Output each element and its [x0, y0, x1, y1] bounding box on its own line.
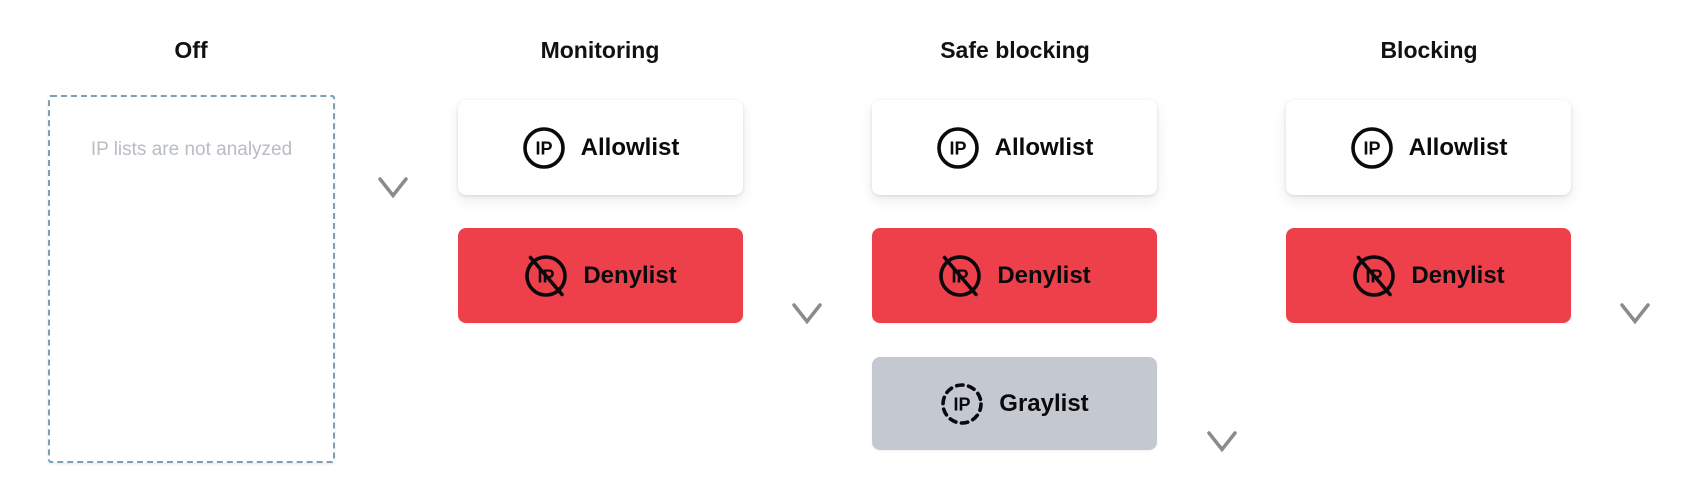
ip-dashed-circle-icon: IP [941, 382, 984, 425]
card-safe-blocking-allowlist: IP Allowlist [872, 100, 1157, 195]
card-safe-blocking-denylist: IP Denylist [872, 228, 1157, 323]
card-safe-blocking-graylist: IP Graylist [872, 357, 1157, 450]
arrow-safe-blocking-to-blocking [1207, 94, 1237, 452]
svg-text:IP: IP [954, 394, 971, 414]
svg-text:IP: IP [535, 138, 552, 158]
card-monitoring-denylist: IP Denylist [458, 228, 743, 323]
card-label: Allowlist [1408, 133, 1508, 161]
arrow-after-blocking [1620, 94, 1650, 324]
ip-crossed-icon: IP [525, 254, 568, 297]
card-label: Graylist [999, 389, 1089, 417]
card-label: Denylist [583, 261, 677, 289]
card-label: Denylist [1411, 261, 1505, 289]
card-monitoring-allowlist: IP Allowlist [458, 100, 743, 195]
column-title-monitoring: Monitoring [540, 37, 660, 63]
ip-crossed-icon: IP [1353, 254, 1396, 297]
column-title-safe-blocking: Safe blocking [940, 37, 1090, 63]
ip-crossed-icon: IP [939, 254, 982, 297]
card-blocking-denylist: IP Denylist [1286, 228, 1571, 323]
ip-circle-icon: IP [1350, 126, 1393, 169]
ip-circle-icon: IP [936, 126, 979, 169]
arrow-off-to-monitoring [378, 93, 408, 198]
off-note-text: IP lists are not analyzed [90, 139, 293, 160]
column-title-blocking: Blocking [1380, 37, 1478, 63]
card-blocking-allowlist: IP Allowlist [1286, 100, 1571, 195]
svg-text:IP: IP [949, 138, 966, 158]
off-placeholder-box: IP lists are not analyzed [48, 95, 335, 463]
ip-circle-icon: IP [522, 126, 565, 169]
card-label: Allowlist [994, 133, 1094, 161]
arrow-monitoring-to-safe-blocking [792, 94, 822, 324]
card-label: Allowlist [580, 133, 680, 161]
card-label: Denylist [997, 261, 1091, 289]
column-title-off: Off [174, 37, 208, 63]
svg-text:IP: IP [1363, 138, 1380, 158]
